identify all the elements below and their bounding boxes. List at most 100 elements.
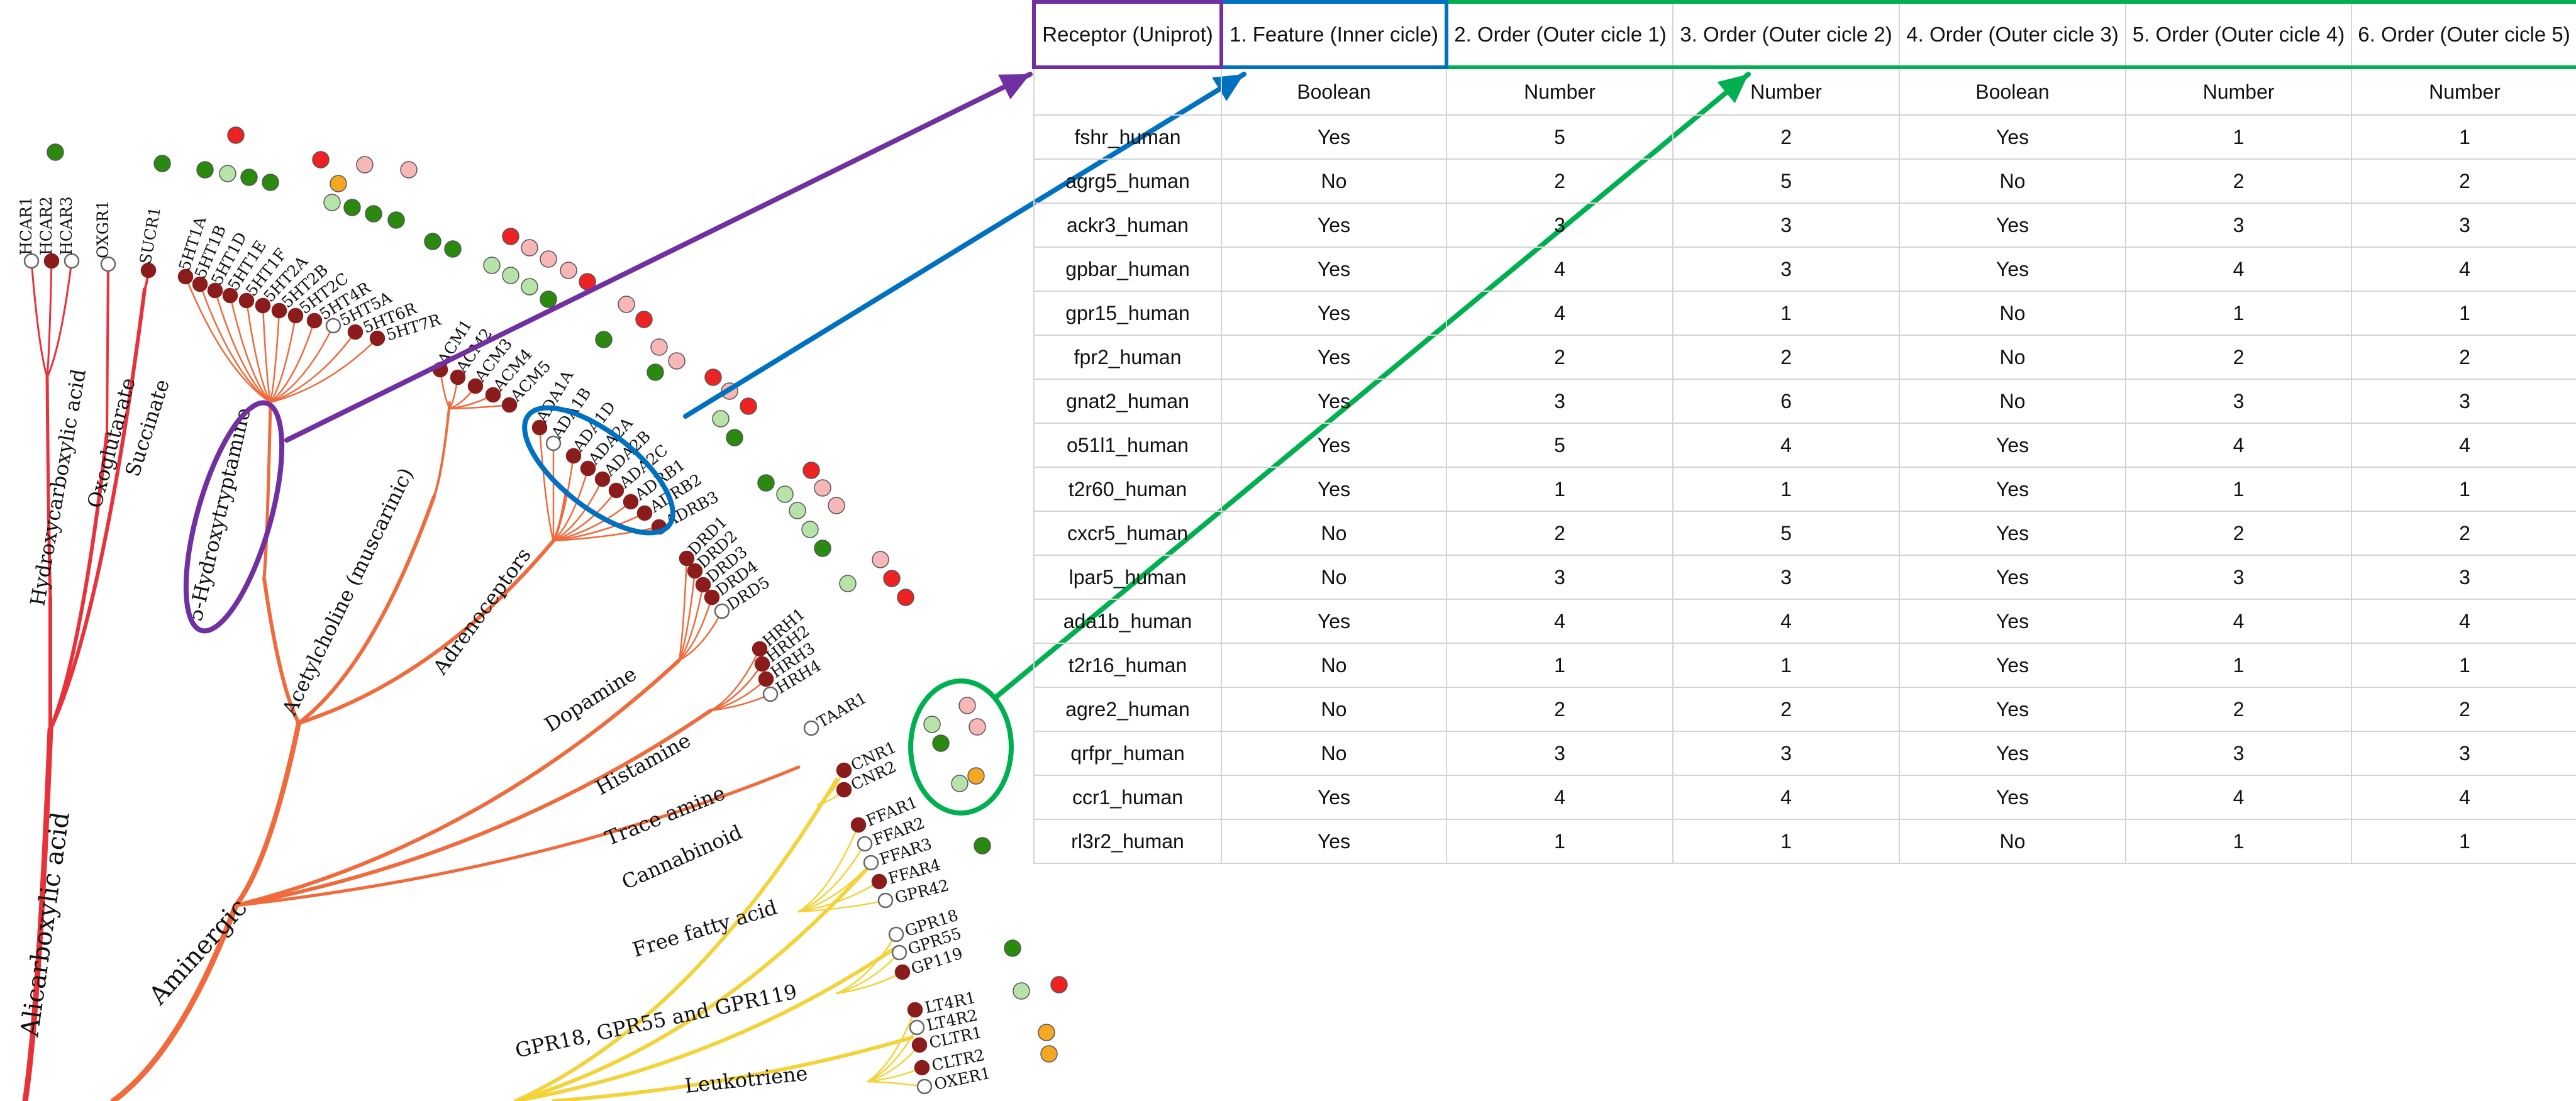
value-cell: 3 (1672, 731, 1900, 776)
branch-line (433, 401, 451, 498)
branch-line (262, 401, 272, 580)
outer-dot (540, 250, 557, 268)
outer-dot (387, 211, 405, 229)
type-cell: Number (1672, 67, 1900, 116)
value-cell: No (1221, 731, 1447, 776)
value-cell: 1 (1672, 467, 1900, 512)
branch-line (797, 899, 887, 913)
value-cell: Yes (1899, 643, 2126, 688)
outer-dot (801, 521, 819, 538)
receptor-cell: o51l1_human (1033, 423, 1222, 468)
leaf-node (877, 892, 894, 909)
branch-line (269, 309, 280, 404)
branch-line (262, 304, 272, 404)
branch-line (552, 455, 575, 542)
value-cell: 4 (1446, 290, 1674, 336)
branch-line (234, 709, 713, 907)
branch-line (835, 951, 901, 995)
leaf-label: HCAR2 (37, 196, 55, 255)
branch-line (269, 324, 335, 404)
value-cell: Yes (1221, 202, 1447, 248)
value-cell: 2 (1672, 114, 1900, 160)
outer-dot (521, 278, 538, 296)
receptor-feature-table: Receptor (Uniprot) 1. Feature (Inner cic… (1032, 0, 2576, 864)
group-label-dopamine: Dopamine (540, 661, 641, 736)
value-cell: 1 (2125, 290, 2352, 336)
branch-line (709, 663, 763, 712)
receptor-cell: qrfpr_human (1033, 731, 1222, 776)
value-cell: 5 (1446, 114, 1674, 160)
leaf-node (255, 297, 271, 314)
branch-line (297, 495, 436, 725)
outer-dot (740, 397, 757, 415)
value-cell: Yes (1221, 114, 1447, 160)
outer-dot (343, 199, 361, 216)
leaf-node (64, 253, 80, 269)
leaf-node (891, 944, 908, 961)
value-cell: 2 (2351, 511, 2576, 556)
branch-line (514, 948, 895, 1101)
outer-dot (312, 151, 330, 169)
value-cell: Yes (1899, 114, 2126, 160)
receptor-cell: ccr1_human (1033, 775, 1222, 820)
outer-dot (923, 716, 941, 733)
receptor-feature-table-wrapper: Receptor (Uniprot) 1. Feature (Inner cic… (1032, 0, 2576, 864)
value-cell: 2 (1446, 158, 1674, 204)
value-cell: 4 (1446, 246, 1674, 292)
outer-dot (502, 228, 519, 245)
branch-line (678, 570, 696, 661)
value-cell: No (1221, 643, 1447, 688)
branch-line (678, 610, 723, 661)
outer-dot (483, 257, 501, 274)
value-cell: No (1899, 379, 2126, 424)
branch-line (552, 478, 604, 542)
leaf-node (752, 641, 768, 657)
outer-dot (967, 767, 985, 785)
type-cell: Number (2351, 67, 2576, 116)
value-cell: 1 (2351, 819, 2576, 864)
outer-dot (400, 161, 418, 179)
value-cell: Yes (1221, 246, 1447, 292)
value-cell: 3 (2351, 379, 2576, 424)
highlight-ellipse-5ht (183, 400, 285, 634)
leaf-node (594, 471, 611, 487)
outer-dot (323, 194, 341, 211)
header-order-3: 4. Order (Outer cicle 3) (1899, 0, 2126, 69)
branch-line (229, 294, 272, 404)
branch-line (110, 902, 239, 1101)
header-order-4: 5. Order (Outer cicle 4) (2125, 0, 2352, 69)
table-type-row: Boolean Number Number Boolean Number Num… (1033, 67, 2576, 116)
value-cell: No (1221, 555, 1447, 600)
receptor-cell: lpar5_human (1033, 555, 1222, 600)
outer-dot (789, 502, 806, 519)
outer-dot (1038, 1024, 1055, 1041)
tree-branches (22, 260, 926, 1101)
value-cell: Yes (1899, 202, 2126, 248)
arrow-to-receptor-column (284, 72, 1033, 443)
branch-line (797, 861, 872, 913)
leaf-node (863, 855, 879, 871)
leaf-node (222, 287, 238, 304)
outer-dot (424, 233, 441, 250)
header-order-2: 3. Order (Outer cicle 2) (1672, 0, 1900, 69)
branch-line (867, 1026, 918, 1083)
value-cell: Yes (1899, 511, 2126, 556)
outer-dot (814, 479, 831, 497)
leaf-label: HCAR1 (17, 196, 35, 255)
type-cell: Number (2125, 67, 2352, 116)
value-cell: Yes (1899, 731, 2126, 776)
outer-dot (240, 169, 258, 186)
value-cell: Yes (1221, 467, 1447, 512)
outer-dot (802, 462, 820, 479)
leaf-label: SUCR1 (136, 206, 164, 266)
branch-line (106, 263, 109, 435)
outer-dot (958, 697, 976, 714)
value-cell: 1 (2125, 643, 2352, 688)
outer-circle-dots (47, 126, 1068, 1063)
value-cell: 3 (2351, 202, 2576, 248)
